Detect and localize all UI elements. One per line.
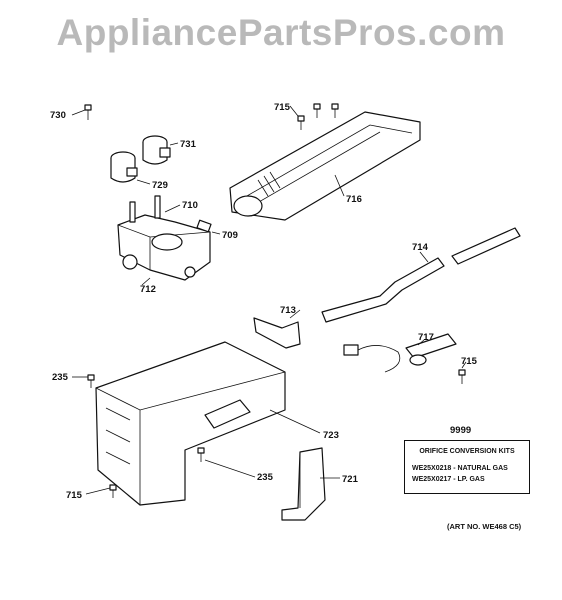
leader-lines: [71, 105, 467, 495]
callout-731: 731: [180, 139, 197, 150]
kit-lp-gas-line: WE25X0217 - LP. GAS: [412, 476, 485, 483]
part-730-screw: [84, 104, 92, 120]
part-715-screw-bottom: [109, 484, 117, 498]
callout-723: 723: [323, 430, 339, 441]
callout-709: 709: [222, 230, 238, 241]
part-712-gas-valve: [117, 195, 211, 281]
callout-714: 714: [412, 242, 429, 253]
callout-713: 713: [280, 305, 296, 316]
part-717-igniter: [343, 333, 457, 373]
art-number: (ART NO. WE468 C5): [447, 522, 522, 531]
callout-729: 729: [152, 180, 168, 191]
part-713-elbow: [253, 317, 301, 349]
callout-715-bottom: 715: [66, 490, 83, 501]
callout-717: 717: [418, 332, 434, 343]
part-715-screw-right: [458, 369, 466, 384]
callout-712: 712: [140, 284, 156, 295]
kit-natural-gas-line: WE25X0218 - NATURAL GAS: [412, 465, 508, 472]
part-715-screws-top: [297, 103, 339, 130]
part-729-coil: [110, 151, 138, 183]
part-723-bracket: [95, 341, 286, 506]
part-709-orifice: [196, 219, 212, 233]
callout-721: 721: [342, 474, 359, 485]
part-235-screws: [87, 374, 205, 462]
part-721-bracket: [281, 447, 326, 521]
callout-715-top: 715: [274, 102, 291, 113]
part-716-burner: [229, 111, 421, 221]
callout-710: 710: [182, 200, 198, 211]
watermark-logo: AppliancePartsPros.com: [56, 12, 506, 53]
callout-235-left: 235: [52, 372, 69, 383]
callout-716: 716: [346, 194, 362, 205]
orifice-kit-box: ORIFICE CONVERSION KITS WE25X0218 - NATU…: [404, 440, 530, 494]
part-714-tube: [321, 227, 521, 323]
callout-9999: 9999: [450, 425, 471, 436]
callout-235-mid: 235: [257, 472, 274, 483]
part-731-coil: [142, 135, 171, 165]
kit-title: ORIFICE CONVERSION KITS: [419, 448, 515, 455]
callout-730: 730: [50, 110, 66, 121]
callout-715-right: 715: [461, 356, 478, 367]
